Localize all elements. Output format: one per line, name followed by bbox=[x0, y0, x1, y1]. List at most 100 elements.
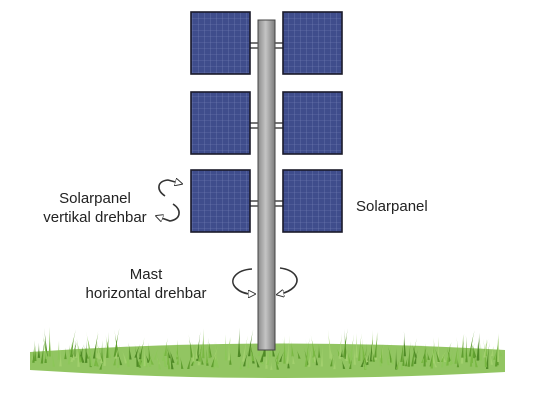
mast-rotation-label: Mast horizontal drehbar bbox=[66, 265, 226, 303]
grass-blade bbox=[476, 332, 480, 361]
grass-blade bbox=[164, 338, 168, 357]
grass-blade bbox=[205, 349, 209, 364]
grass-blade bbox=[107, 346, 112, 359]
grass-blade bbox=[166, 347, 171, 358]
grass-blade bbox=[276, 353, 279, 365]
grass-blade bbox=[494, 338, 499, 367]
grass-blade bbox=[98, 349, 103, 363]
mast bbox=[257, 19, 276, 351]
grass-blade bbox=[73, 339, 77, 357]
grass-blade bbox=[283, 336, 286, 364]
grass-blade bbox=[395, 359, 401, 369]
grass-blade bbox=[307, 343, 313, 367]
grass-blade bbox=[197, 344, 202, 366]
grass-blade bbox=[476, 337, 479, 361]
grass-blade bbox=[196, 331, 201, 361]
grass-blade bbox=[489, 351, 494, 365]
grass-blade bbox=[400, 359, 404, 370]
grass-blade bbox=[168, 348, 175, 363]
grass-blade bbox=[67, 337, 74, 365]
grass-blade bbox=[134, 343, 141, 358]
grass-blade bbox=[423, 344, 428, 363]
solar-panel-right-1 bbox=[282, 11, 343, 75]
grass-blade bbox=[433, 337, 436, 364]
grass-blade bbox=[465, 335, 468, 363]
grass-blade bbox=[312, 352, 315, 363]
grass-blade bbox=[180, 356, 184, 369]
grass-ground bbox=[30, 326, 505, 379]
grass-blade bbox=[167, 347, 171, 359]
grass-blade bbox=[338, 333, 342, 359]
vertical-rotation-label-line-2: vertikal drehbar bbox=[43, 209, 147, 226]
grass-blade bbox=[84, 340, 88, 363]
grass-blade bbox=[346, 348, 353, 360]
grass-blade bbox=[64, 347, 67, 360]
grass-blade bbox=[145, 356, 148, 368]
grass-blade bbox=[333, 359, 336, 370]
grass-blade bbox=[51, 347, 56, 367]
grass-blade bbox=[404, 357, 408, 367]
grass-blade bbox=[483, 338, 488, 368]
grass-blade bbox=[291, 341, 294, 357]
grass-blade bbox=[427, 351, 430, 360]
grass-blade bbox=[446, 341, 452, 366]
grass-blade bbox=[34, 340, 37, 362]
grass-blade bbox=[114, 344, 121, 359]
grass-blade bbox=[175, 347, 179, 357]
grass-blade bbox=[440, 353, 446, 362]
grass-blade bbox=[106, 331, 109, 358]
grass-blade bbox=[195, 343, 198, 359]
grass-blade bbox=[449, 349, 454, 366]
grass-blade bbox=[210, 353, 217, 368]
grass-blade bbox=[429, 345, 435, 367]
grass-blade bbox=[468, 330, 475, 357]
grass-blade bbox=[431, 357, 438, 368]
grass-blade bbox=[433, 345, 440, 363]
grass-blade bbox=[407, 341, 411, 367]
grass-blade bbox=[430, 342, 435, 369]
grass-blade bbox=[72, 342, 76, 361]
grass-blade bbox=[92, 333, 99, 359]
grass-blade bbox=[369, 334, 374, 362]
grass-blade bbox=[41, 331, 48, 360]
solar-panel-right-3 bbox=[282, 169, 343, 233]
grass-blade bbox=[188, 334, 193, 358]
grass-blade bbox=[176, 355, 179, 365]
grass-blade bbox=[485, 342, 490, 369]
grass-blade bbox=[103, 342, 107, 366]
grass-blade bbox=[411, 338, 417, 367]
grass-blade bbox=[247, 329, 254, 357]
grass-blade bbox=[363, 342, 367, 367]
grass-blade bbox=[454, 344, 459, 364]
grass-blade bbox=[340, 348, 343, 358]
grass-blade bbox=[422, 346, 427, 359]
grass-blade bbox=[40, 337, 46, 364]
grass-blade bbox=[200, 354, 204, 365]
mast-rotation-label-line-2: horizontal drehbar bbox=[85, 285, 207, 302]
grass-blade bbox=[249, 340, 255, 364]
grass-blade bbox=[96, 340, 101, 360]
grass-blade bbox=[247, 357, 250, 369]
grass-blade bbox=[374, 331, 378, 360]
grass-blade bbox=[227, 337, 231, 361]
grass-blade bbox=[239, 357, 242, 370]
grass-blade bbox=[229, 351, 232, 365]
grass-blade bbox=[498, 347, 503, 357]
grass-blade bbox=[242, 335, 249, 362]
grass-blade bbox=[207, 342, 211, 359]
grass-blade bbox=[96, 347, 99, 359]
grass-blade bbox=[456, 336, 461, 364]
grass-blade bbox=[263, 336, 267, 357]
grass-blade bbox=[156, 351, 161, 370]
grass-blade bbox=[74, 349, 79, 358]
grass-blade bbox=[100, 340, 104, 363]
grass-blade bbox=[403, 331, 407, 357]
grass-blade bbox=[360, 354, 367, 367]
grass-blade bbox=[70, 353, 73, 362]
grass-blade bbox=[310, 334, 316, 357]
grass-blade bbox=[377, 353, 383, 367]
grass-blade bbox=[216, 355, 220, 368]
grass-blade bbox=[303, 346, 309, 366]
grass-blade bbox=[242, 350, 249, 367]
grass-blade bbox=[315, 354, 319, 366]
